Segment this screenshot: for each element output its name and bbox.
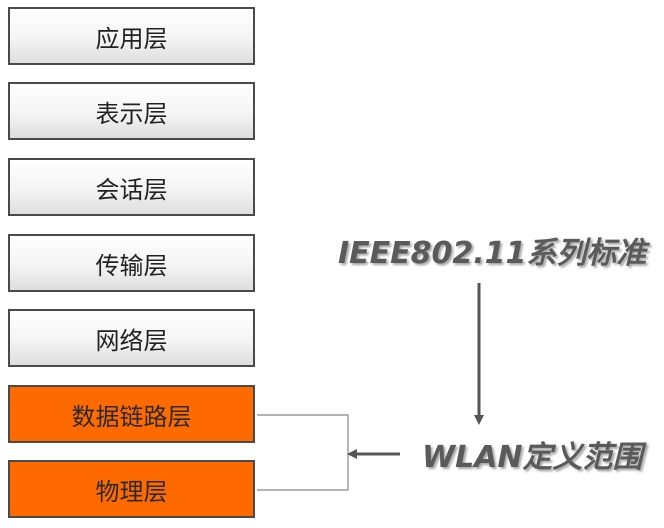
- layer-label: 物理层: [95, 477, 168, 506]
- wlan-scope-label: WLAN定义范围: [422, 440, 643, 475]
- layer-label: 应用层: [95, 24, 168, 53]
- layer-network: 网络层: [8, 309, 255, 367]
- layer-label: 网络层: [95, 326, 168, 355]
- layer-data-link: 数据链路层: [8, 385, 255, 443]
- layer-physical: 物理层: [8, 460, 255, 518]
- layer-session: 会话层: [8, 158, 255, 216]
- layer-label: 数据链路层: [71, 402, 192, 431]
- layer-label: 会话层: [95, 175, 168, 204]
- layer-presentation: 表示层: [8, 82, 255, 140]
- layer-label: 表示层: [95, 99, 168, 128]
- layer-label: 传输层: [95, 251, 168, 280]
- standard-label: IEEE802.11系列标准: [338, 236, 647, 271]
- layer-application: 应用层: [8, 7, 255, 65]
- layer-transport: 传输层: [8, 234, 255, 292]
- scope-bracket: [257, 414, 349, 491]
